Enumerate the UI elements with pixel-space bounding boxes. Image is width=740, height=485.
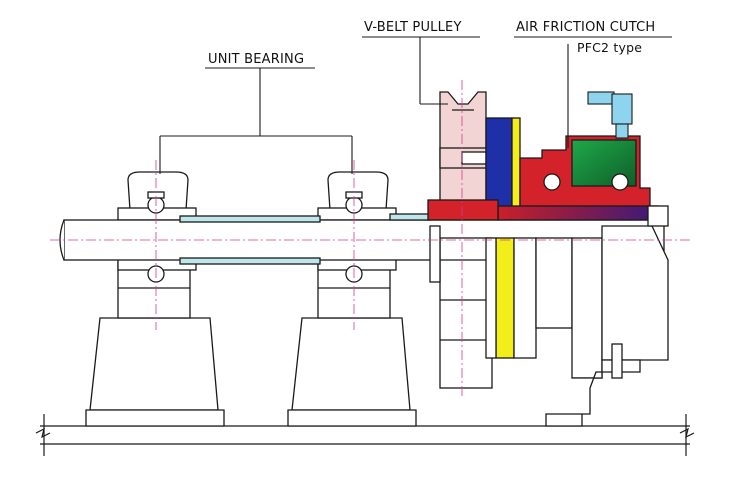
clutch-bracket bbox=[545, 343, 641, 427]
unit-bearing-label: UNIT BEARING bbox=[208, 52, 305, 67]
air-fitting bbox=[587, 91, 633, 139]
v-belt-pulley-label: V-BELT PULLEY bbox=[364, 20, 462, 35]
center-lines bbox=[50, 80, 690, 396]
air-friction-clutch-label: AIR FRICTION CUTCH bbox=[516, 20, 656, 35]
leader-lines bbox=[159, 36, 672, 174]
pedestal-left bbox=[85, 261, 225, 427]
clutch-type-label: PFC2 type bbox=[577, 40, 643, 55]
pedestal-right bbox=[287, 261, 417, 427]
